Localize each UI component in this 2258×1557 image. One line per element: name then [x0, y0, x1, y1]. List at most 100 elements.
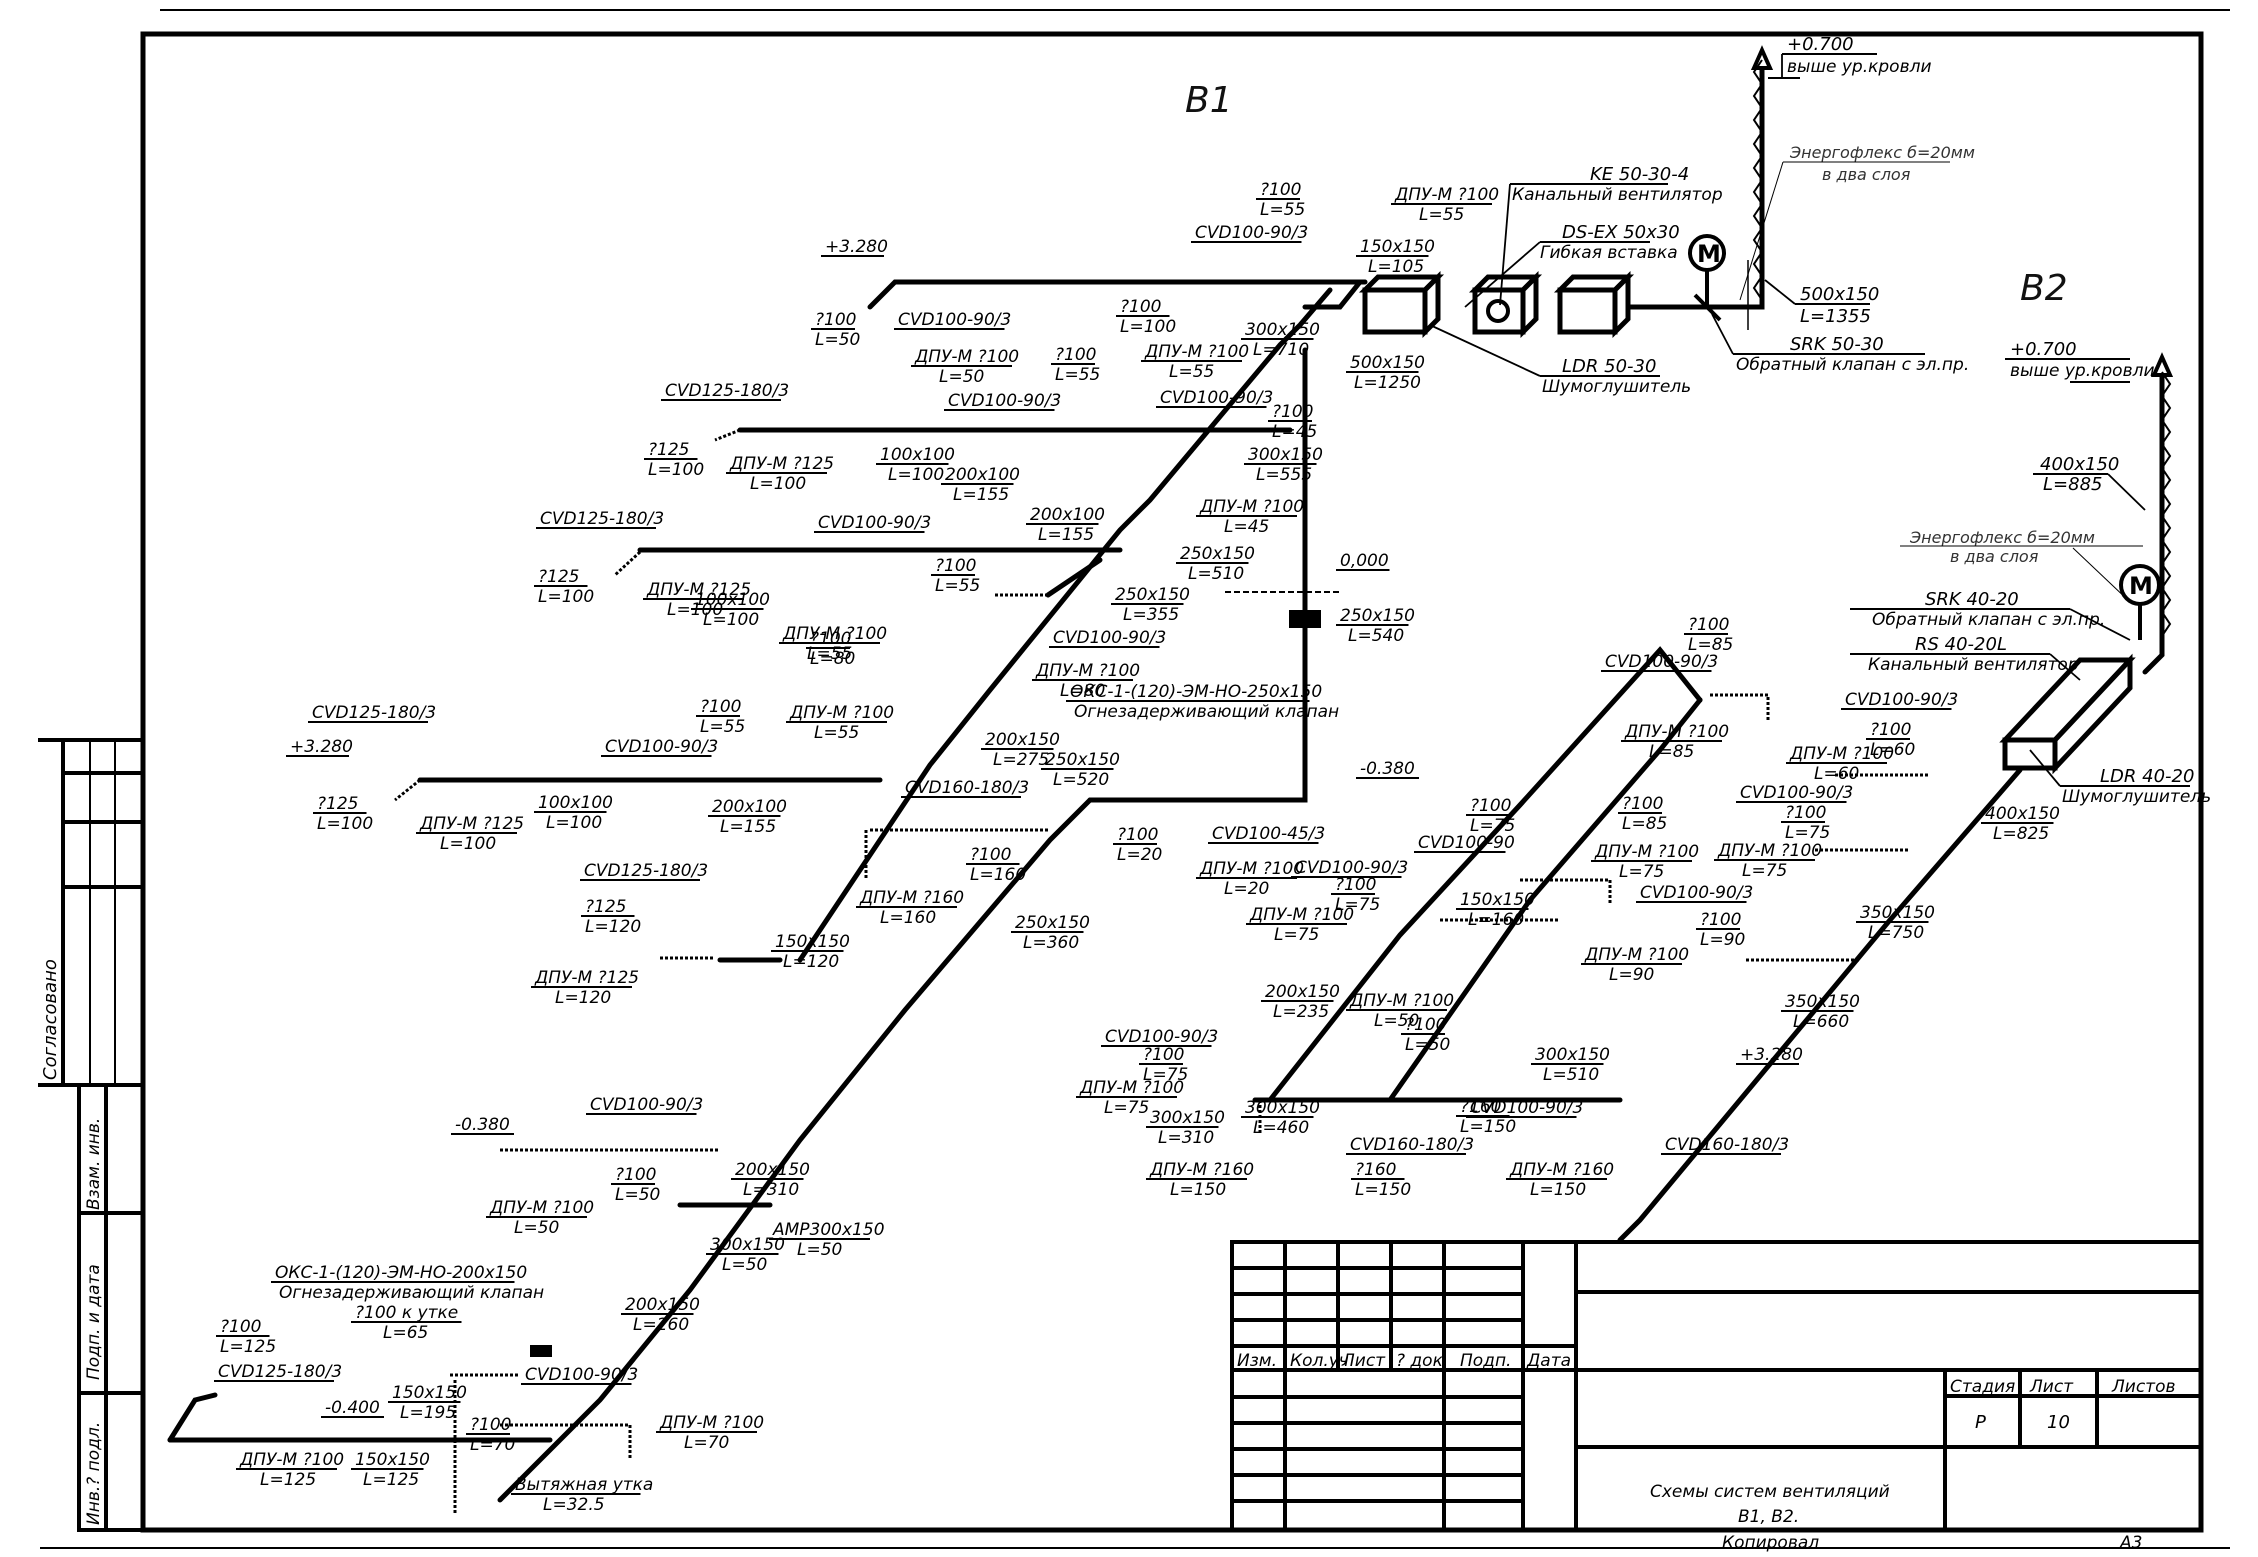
b2-callout-top: ДПУ-М ?100	[1079, 1078, 1184, 1098]
b1-callout-bottom: L=275	[993, 750, 1049, 770]
b2-callout-top: ДПУ-М ?100	[1349, 991, 1454, 1011]
b1-main-trunk	[797, 287, 1333, 963]
b1-check-valve-desc: Обратный клапан с эл.пр.	[1736, 355, 1969, 375]
b2-callout-bottom: L=85	[1622, 814, 1667, 834]
b1-callout: CVD100-90/3	[894, 310, 1011, 330]
b1-callout-bottom: L=55	[935, 576, 980, 596]
b2-callout-top: +3.280	[1740, 1045, 1803, 1065]
b2-callout-bottom: L=150	[1460, 1117, 1516, 1137]
b1-callout-top: ?125	[585, 897, 626, 917]
b2-callout-top: ?100	[1622, 794, 1663, 814]
b1-silencer-box	[1362, 287, 1428, 335]
b1-callout-top: ?100	[935, 556, 976, 576]
b1-callout-top: 150x150	[355, 1450, 430, 1470]
b1-fan-model: KE 50-30-4	[1590, 164, 1689, 185]
b1-callout-top: -0.380	[455, 1115, 510, 1135]
b1-callout-bottom: Огнезадерживающий клапан	[279, 1283, 544, 1303]
b1-callout-top: +3.280	[290, 737, 353, 757]
b1-callout-top: 150x150	[392, 1383, 467, 1403]
b1-callout-top: ?100	[1117, 825, 1158, 845]
b1-callout-top: ?100	[810, 629, 851, 649]
b2-callout-top: CVD100-90/3	[1640, 883, 1753, 903]
b1-callout-bottom: L=20	[1224, 879, 1269, 899]
b1-callout-top: CVD100-45/3	[1212, 824, 1325, 844]
b1-callout: -0.380	[451, 1115, 514, 1135]
b1-callout-top: CVD125-180/3	[218, 1362, 342, 1382]
b1-callout-bottom: L=195	[400, 1403, 456, 1423]
b1-callout-bottom: L=125	[220, 1337, 276, 1357]
b2-callout-bottom: L=75	[1785, 823, 1830, 843]
b1-callout-bottom: L=1250	[1354, 373, 1421, 393]
b2-insulation-line1: Энергофлекс б=20мм	[1909, 528, 2095, 547]
b1-callout-top: ОКС-1-(120)-ЭМ-НО-250x150	[1070, 682, 1322, 702]
b1-callout-top: 150x150	[775, 932, 850, 952]
b1-callout-bottom: L=355	[1123, 605, 1179, 625]
b1-riser-len: L=1355	[1800, 306, 1871, 327]
col-header-doc: ? док	[1396, 1351, 1444, 1371]
b1-callout-bottom: L=125	[363, 1470, 419, 1490]
b2-callout-top: CVD100-90/3	[1845, 690, 1958, 710]
b1-callout-top: ДПУ-М ?100	[1199, 859, 1304, 879]
col-header-izm: Изм.	[1237, 1351, 1277, 1371]
b2-callout-top: CVD160-180/3	[1665, 1135, 1789, 1155]
b2-callout-bottom: L=60	[1870, 740, 1915, 760]
b2-callout-bottom: L=60	[1814, 764, 1859, 784]
b2-riser-size: 400x150	[2040, 454, 2119, 475]
b2-insulation-line2: в два слоя	[1950, 547, 2039, 566]
b1-callout-top: CVD125-180/3	[312, 703, 436, 723]
b2-callout-top: CVD100-90/3	[1470, 1098, 1583, 1118]
b1-callout-bottom: L=20	[1117, 845, 1162, 865]
b2-callout-top: ДПУ-М ?100	[1584, 945, 1689, 965]
b2-callout-top: 300x150	[1245, 1098, 1320, 1118]
b1-callout-top: ДПУ-М ?100	[789, 703, 894, 723]
format-label: А3	[2119, 1533, 2142, 1553]
b2-callout-top: ?100	[1870, 720, 1911, 740]
b1-callout-top: ДПУ-М ?160	[859, 888, 964, 908]
drawing-title-line2: В1, В2.	[1738, 1507, 1799, 1527]
b2-roof-note: выше ур.кровли	[2010, 361, 2155, 381]
b1-fan-impeller-icon	[1486, 299, 1510, 323]
stage-value: Р	[1975, 1412, 1986, 1433]
b1-callout-top: CVD100-90/3	[818, 513, 931, 533]
b2-callout-top: ДПУ-М ?100	[1249, 905, 1354, 925]
b2-callout-bottom: L=85	[1649, 742, 1694, 762]
b2-callout-bottom: L=660	[1793, 1012, 1849, 1032]
b1-check-valve-icon	[1693, 293, 1722, 322]
b1-callout-top: CVD100-90/3	[1053, 628, 1166, 648]
b1-equipment-labels: +0.700 выше ур.кровли Энергофлекс б=20мм…	[1429, 34, 1975, 397]
b2-motor-letter: M	[2129, 572, 2153, 600]
b1-callout-top: ДПУ-М ?125	[419, 814, 524, 834]
b2-exhaust-arrow-icon	[2150, 352, 2174, 377]
b2-callout: CVD100-90/3	[1291, 858, 1408, 878]
b1-callout-top: ?100	[700, 697, 741, 717]
b1-callout-bottom: L=100	[888, 465, 944, 485]
b1-callout-top: ?125	[648, 440, 689, 460]
sheets-label: Листов	[2111, 1377, 2176, 1397]
b1-upper-branch	[867, 279, 1368, 310]
b2-callout-bottom: L=150	[1530, 1180, 1586, 1200]
b1-callout: CVD100-90/3	[1191, 223, 1308, 243]
b1-callout-bottom: L=105	[1368, 257, 1424, 277]
b1-roof-note: выше ур.кровли	[1787, 57, 1932, 77]
b1-callout-bottom: L=50	[514, 1218, 559, 1238]
b2-ductwork: M	[1252, 352, 2174, 1243]
b1-callout-top: CVD125-180/3	[540, 509, 664, 529]
b1-callout-top: +3.280	[825, 237, 888, 257]
